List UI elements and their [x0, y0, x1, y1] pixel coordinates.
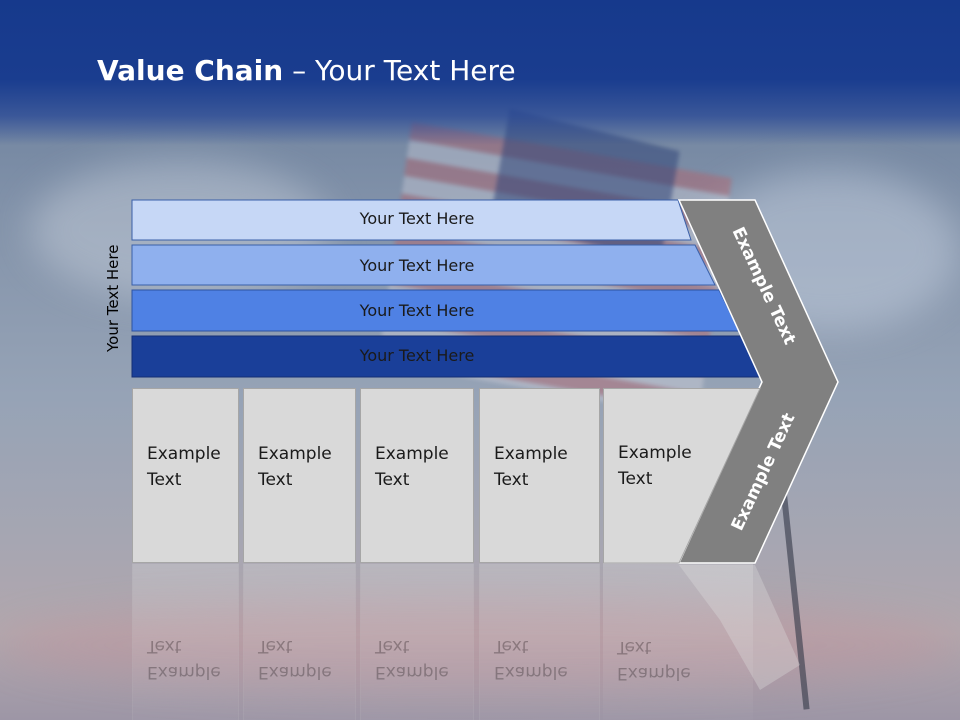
box-4-line2: Text [494, 470, 529, 490]
box-4-line1: Example [494, 444, 568, 464]
title-bold: Value Chain [97, 54, 284, 87]
bar-2-shape [131, 244, 716, 286]
box-3-line1: Example [375, 444, 449, 464]
bar-4-label: Your Text Here [359, 346, 475, 365]
chevron-shape [677, 199, 839, 564]
box-5-line2: Text [618, 469, 653, 489]
title-rest: – Your Text Here [283, 54, 516, 87]
header-band [0, 0, 960, 145]
slide-title: Value Chain – Your Text Here [97, 54, 516, 87]
activity-box-5-shape [603, 388, 761, 564]
chevron-reflection [679, 565, 800, 690]
bar-2-label: Your Text Here [359, 256, 475, 275]
box-1-line2: Text [147, 470, 182, 490]
bar-1-shape [131, 199, 692, 241]
box-2-line1: Example [258, 444, 332, 464]
bar-1-label: Your Text Here [359, 209, 475, 228]
box-1-line1: Example [147, 444, 221, 464]
box-3-line2: Text [375, 470, 410, 490]
box-2-line2: Text [258, 470, 293, 490]
bar-3-label: Your Text Here [359, 301, 475, 320]
box-5-line1: Example [618, 443, 692, 463]
